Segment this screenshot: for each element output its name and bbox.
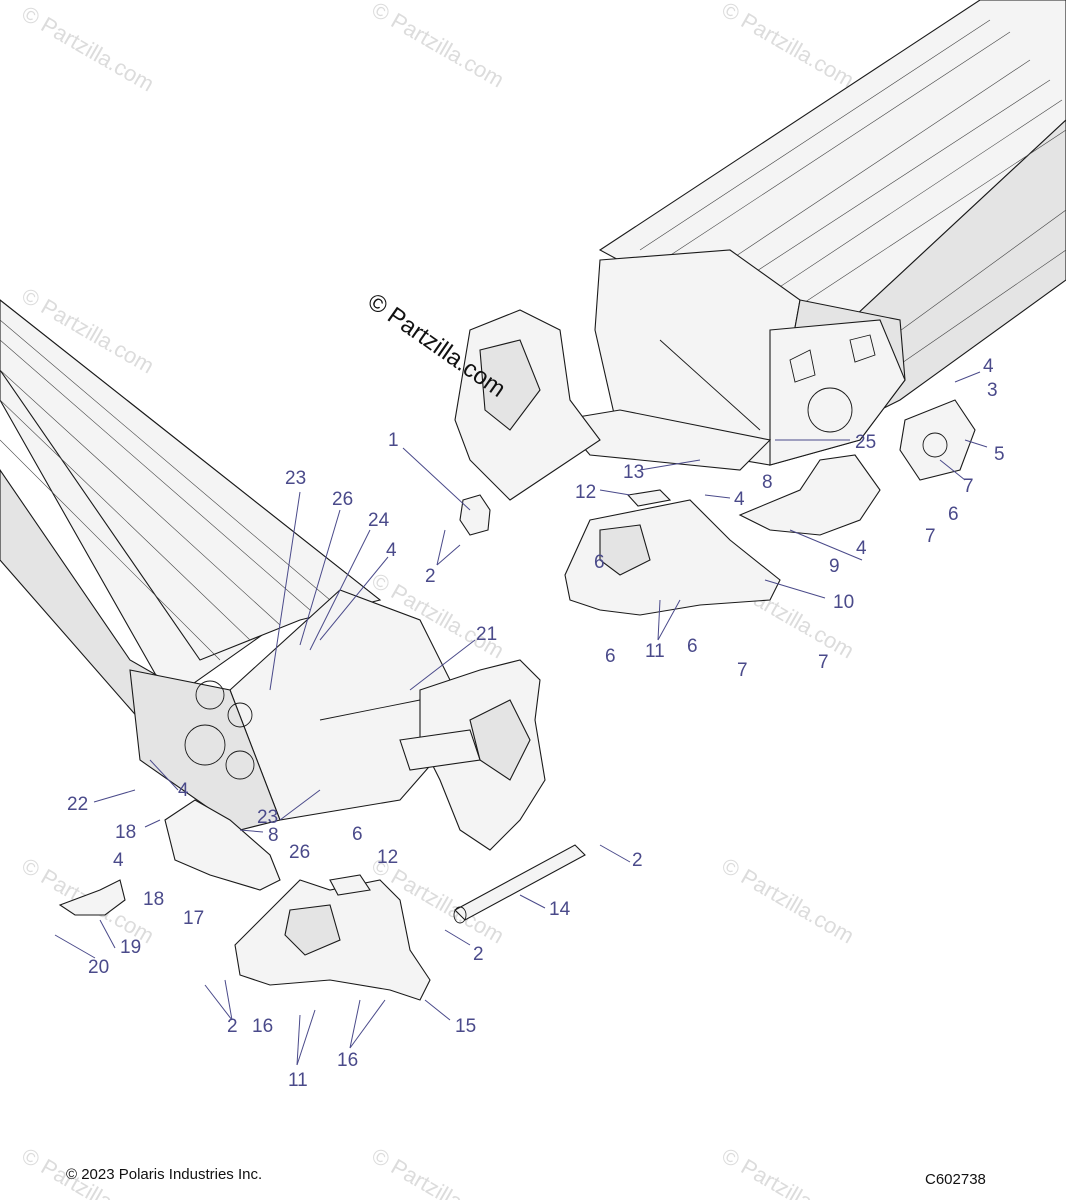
callout-23: 23 <box>257 807 278 828</box>
callout-22: 22 <box>67 794 88 815</box>
callout-7: 7 <box>925 526 936 547</box>
copyright-text: © 2023 Polaris Industries Inc. <box>66 1166 263 1183</box>
callout-9: 9 <box>829 556 840 577</box>
callout-12: 12 <box>377 847 398 868</box>
callout-3: 3 <box>987 380 998 401</box>
callout-8: 8 <box>762 472 773 493</box>
rear-frame-assembly <box>454 0 1066 616</box>
callout-13: 13 <box>623 462 644 483</box>
callout-7: 7 <box>737 660 748 681</box>
callouts: 1 2 2 2 2 3 4 4 4 4 4 4 5 6 6 6 6 6 7 7 … <box>67 356 1005 1091</box>
callout-7: 7 <box>818 652 829 673</box>
callout-4: 4 <box>113 850 124 871</box>
callout-15: 15 <box>455 1016 476 1037</box>
callout-11: 11 <box>288 1070 308 1091</box>
callout-12: 12 <box>575 482 596 503</box>
callout-11: 11 <box>645 641 665 662</box>
diagram-code: C602738 <box>925 1171 986 1188</box>
callout-2: 2 <box>425 566 436 587</box>
leader-lines <box>54 371 988 1066</box>
callout-20: 20 <box>88 957 109 978</box>
callout-14: 14 <box>549 899 571 920</box>
callout-26: 26 <box>289 842 310 863</box>
callout-6: 6 <box>687 636 698 657</box>
watermark: © Partzilla.com <box>18 1 159 97</box>
callout-21: 21 <box>476 624 497 645</box>
callout-1: 1 <box>388 430 399 451</box>
callout-18: 18 <box>143 889 164 910</box>
callout-23: 23 <box>285 468 306 489</box>
callout-2: 2 <box>473 944 484 965</box>
watermark: © Partzilla.com <box>718 1143 859 1200</box>
watermark: © Partzilla.com <box>718 0 859 92</box>
callout-18: 18 <box>115 822 136 843</box>
watermark: © Partzilla.com <box>368 0 509 92</box>
callout-5: 5 <box>994 444 1005 465</box>
callout-25: 25 <box>855 432 876 453</box>
callout-16: 16 <box>337 1050 358 1071</box>
callout-16: 16 <box>252 1016 273 1037</box>
callout-4: 4 <box>983 356 994 377</box>
callout-2: 2 <box>632 850 643 871</box>
callout-6: 6 <box>352 824 363 845</box>
callout-6: 6 <box>605 646 616 667</box>
callout-6: 6 <box>594 552 605 573</box>
callout-24: 24 <box>368 510 390 531</box>
callout-4: 4 <box>386 540 397 561</box>
callout-4: 4 <box>178 780 189 801</box>
watermark: © Partzilla.com <box>718 853 859 949</box>
callout-2: 2 <box>227 1016 238 1037</box>
front-frame-assembly <box>0 299 586 1001</box>
callout-7: 7 <box>963 476 974 497</box>
callout-26: 26 <box>332 489 353 510</box>
callout-19: 19 <box>120 937 141 958</box>
callout-4: 4 <box>734 489 745 510</box>
callout-4: 4 <box>856 538 867 559</box>
watermark: © Partzilla.com <box>368 1143 509 1200</box>
callout-6: 6 <box>948 504 959 525</box>
callout-10: 10 <box>833 592 854 613</box>
callout-17: 17 <box>183 908 204 929</box>
callout-8: 8 <box>268 825 279 846</box>
